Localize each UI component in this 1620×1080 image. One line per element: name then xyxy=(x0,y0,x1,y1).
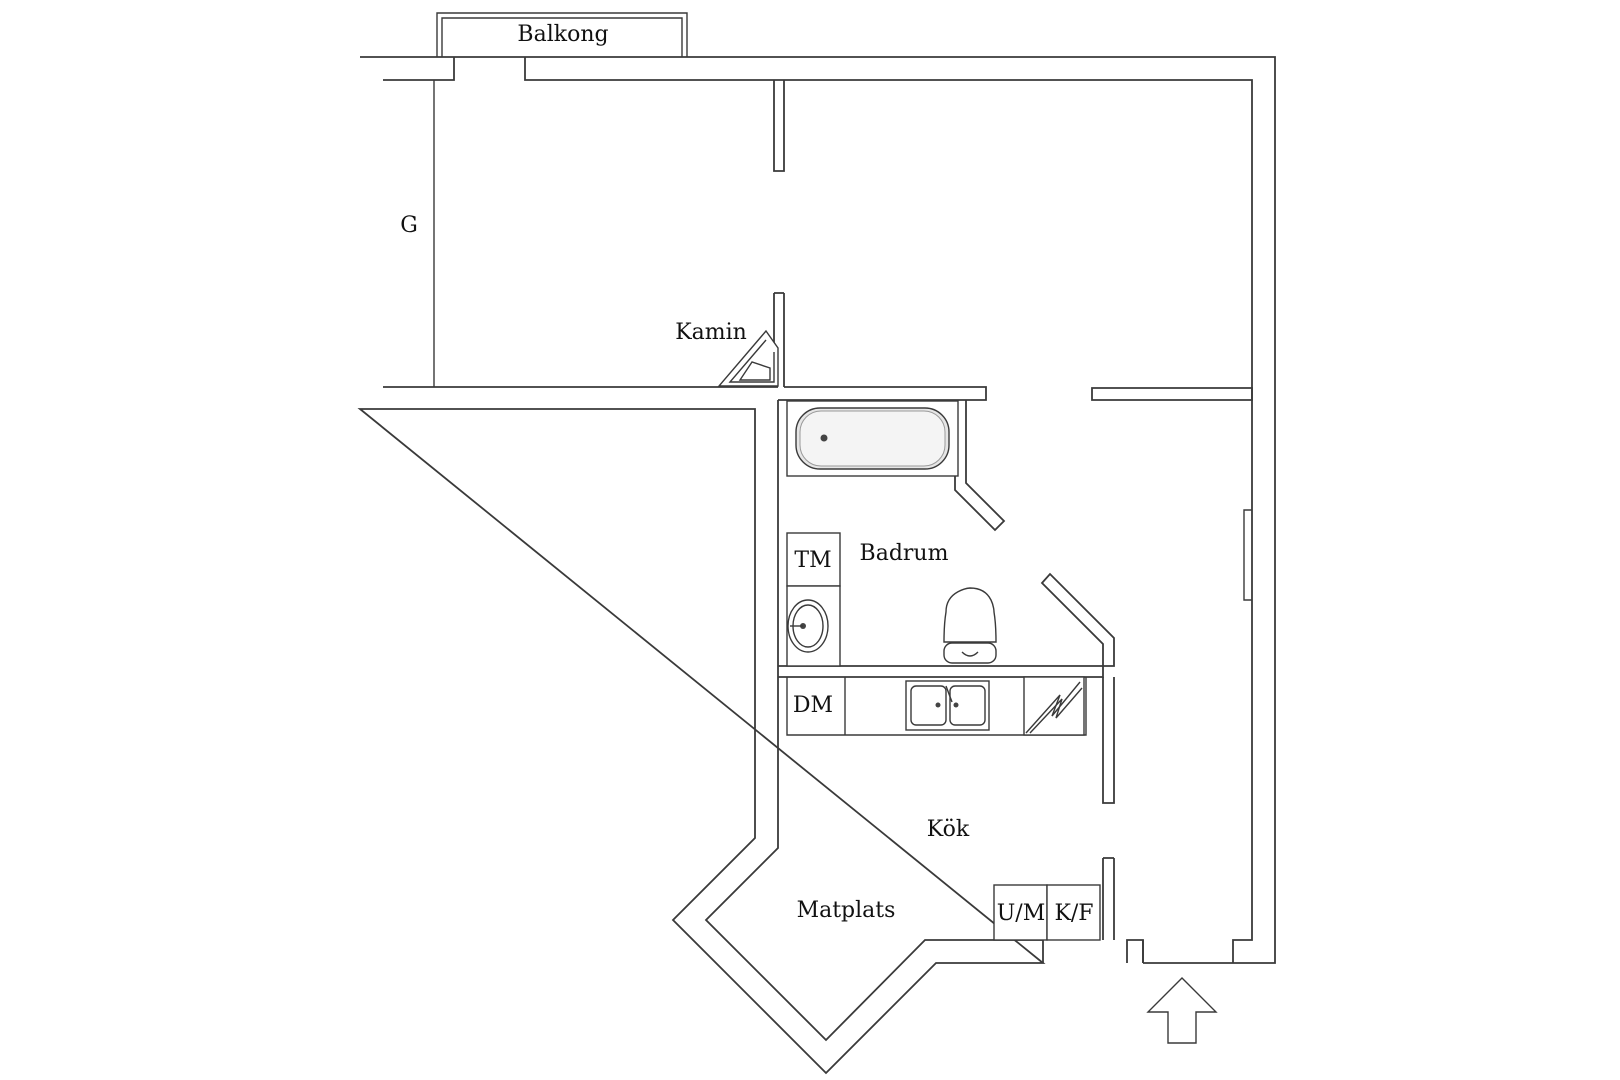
oven-microwave-label: U/M xyxy=(997,901,1045,926)
bathtub-inner xyxy=(799,410,946,467)
bathroom-angled-wall-lower xyxy=(1040,572,1115,667)
stove-symbol-outline xyxy=(1029,687,1083,734)
hall-top-wall xyxy=(1091,387,1253,401)
bathroom-bottom-wall xyxy=(778,665,1104,678)
stove-icon xyxy=(1023,676,1085,736)
sink-tap xyxy=(945,685,953,703)
sink-basin-right xyxy=(949,685,986,726)
kitchen-lower-right-wall xyxy=(1102,857,1115,940)
fridge-freezer-unit xyxy=(1046,884,1101,941)
dishwasher-label: DM xyxy=(793,693,833,718)
toilet-icon xyxy=(943,587,997,643)
fireplace-icon xyxy=(717,329,779,387)
fireplace-inner xyxy=(728,339,775,383)
interior-walls xyxy=(773,80,1253,940)
dining-label: Matplats xyxy=(797,898,896,923)
bathroom: TM Badrum xyxy=(786,400,997,667)
kitchen-label: Kök xyxy=(927,817,970,842)
sink-drain-right xyxy=(953,702,959,708)
fireplace-label: Kamin xyxy=(675,320,747,345)
bathroom-top-wall xyxy=(778,386,987,401)
balcony-outline xyxy=(436,12,688,57)
bathroom-label: Badrum xyxy=(860,541,949,566)
wardrobe-label: G xyxy=(400,213,418,238)
bathroom-angled-wall-upper xyxy=(954,400,1006,532)
balcony: Balkong xyxy=(436,12,688,57)
fireplace: Kamin xyxy=(675,320,779,387)
toilet-flush xyxy=(961,651,979,657)
kitchen: DM U/M K/F Kök Matplats xyxy=(786,676,1101,941)
balcony-label: Balkong xyxy=(517,22,608,47)
partition-upper xyxy=(773,80,785,172)
fridge-freezer-label: K/F xyxy=(1054,901,1093,926)
toilet-tank xyxy=(943,642,997,664)
bathtub-drain xyxy=(820,434,828,442)
washbasin-icon xyxy=(787,599,829,653)
sink-basin-left xyxy=(910,685,947,726)
fireplace-hearth xyxy=(738,361,771,381)
entrance-arrow-icon xyxy=(1146,977,1218,1044)
balcony-rail xyxy=(441,17,683,57)
kitchen-counter xyxy=(786,677,1087,736)
sink-drain-left xyxy=(935,702,941,708)
dryer-cabinet-label: TM xyxy=(794,548,831,573)
closet-niche xyxy=(1243,509,1252,601)
kitchen-right-wall xyxy=(1102,677,1115,804)
wardrobe: G xyxy=(400,80,435,387)
dryer-cabinet xyxy=(786,532,841,587)
